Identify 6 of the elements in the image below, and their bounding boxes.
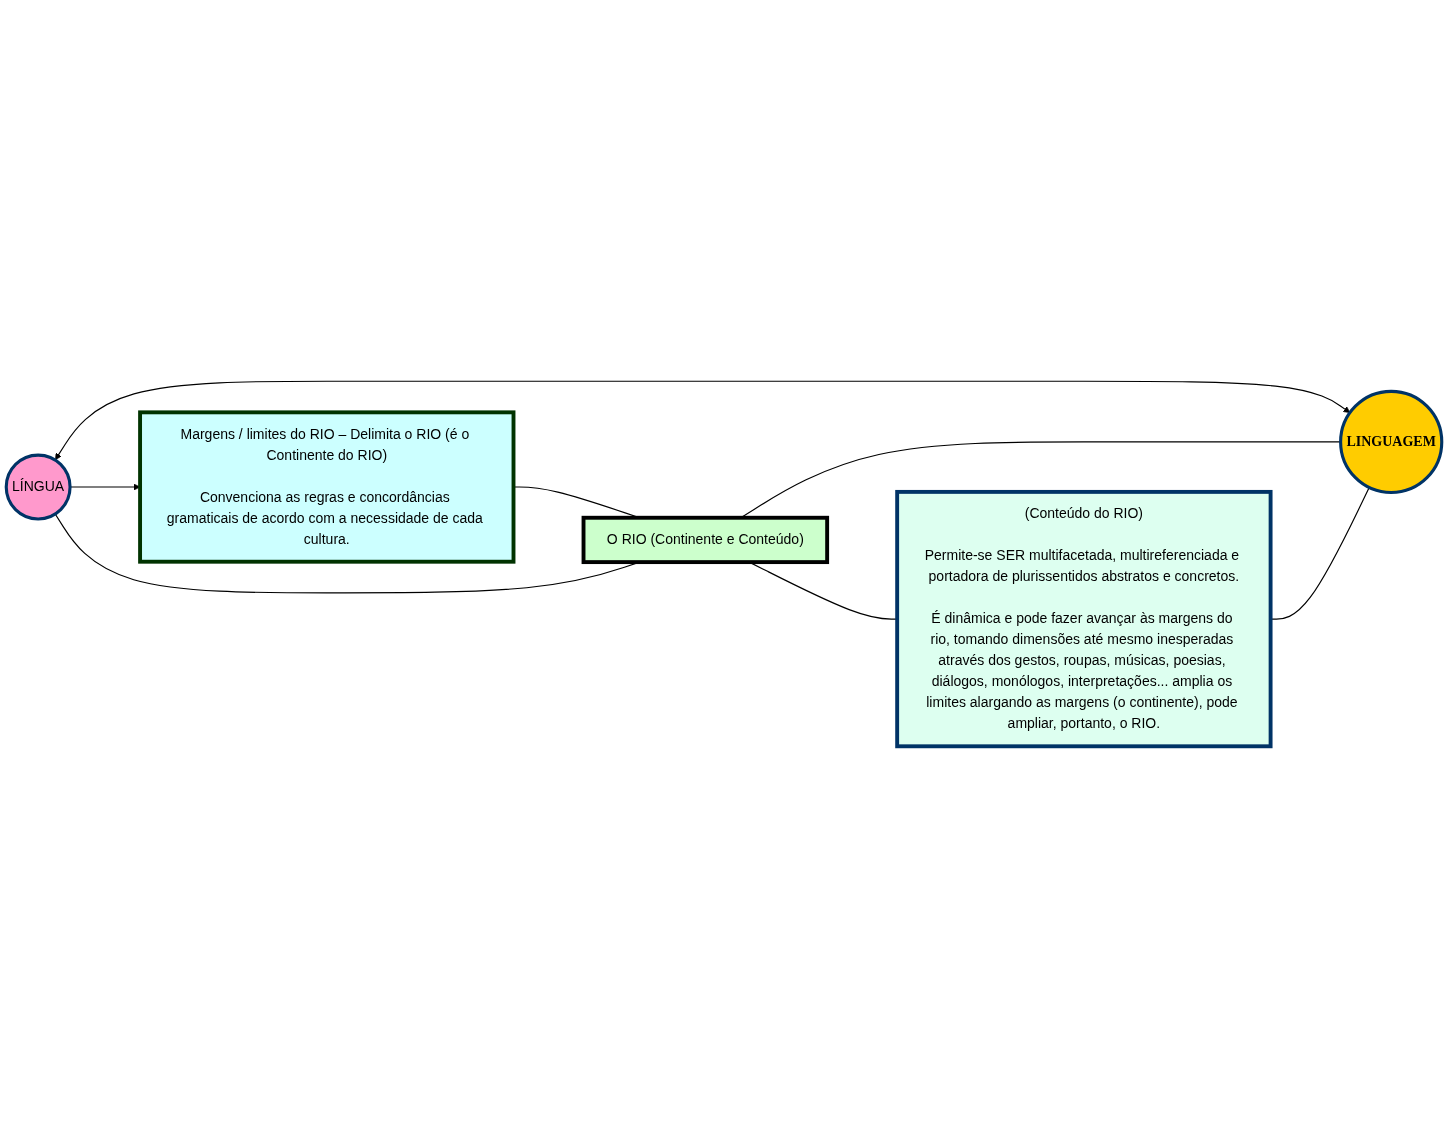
node-circle: LÍNGUA [4, 453, 72, 521]
node-box: (Conteúdo do RIO) Permite-se SER multifacetada, multireferenciada e portadora de plurissentidos abstratos e concretos. É dinâmica e pode fazer avançar às margens do rio, tomando dimensões até mesmo inesperadas através dos gestos, roupas, músicas, poesias, diálogos, monólogos, interpretações... amplia os limites alargando as margens (o continente), pode ampliar, portanto, o RIO. [895, 490, 1273, 749]
node-box: Margens / limites do RIO – Delimita o RIO (é o Continente do RIO) Convenciona as regras e concordâncias gramaticais de acordo com a necessidade de cada cultura. [138, 410, 516, 564]
arrow [55, 380, 1351, 461]
node-circle: LINGUAGEM [1339, 390, 1444, 495]
node-box: O RIO (Continente e Conteúdo) [581, 516, 830, 565]
